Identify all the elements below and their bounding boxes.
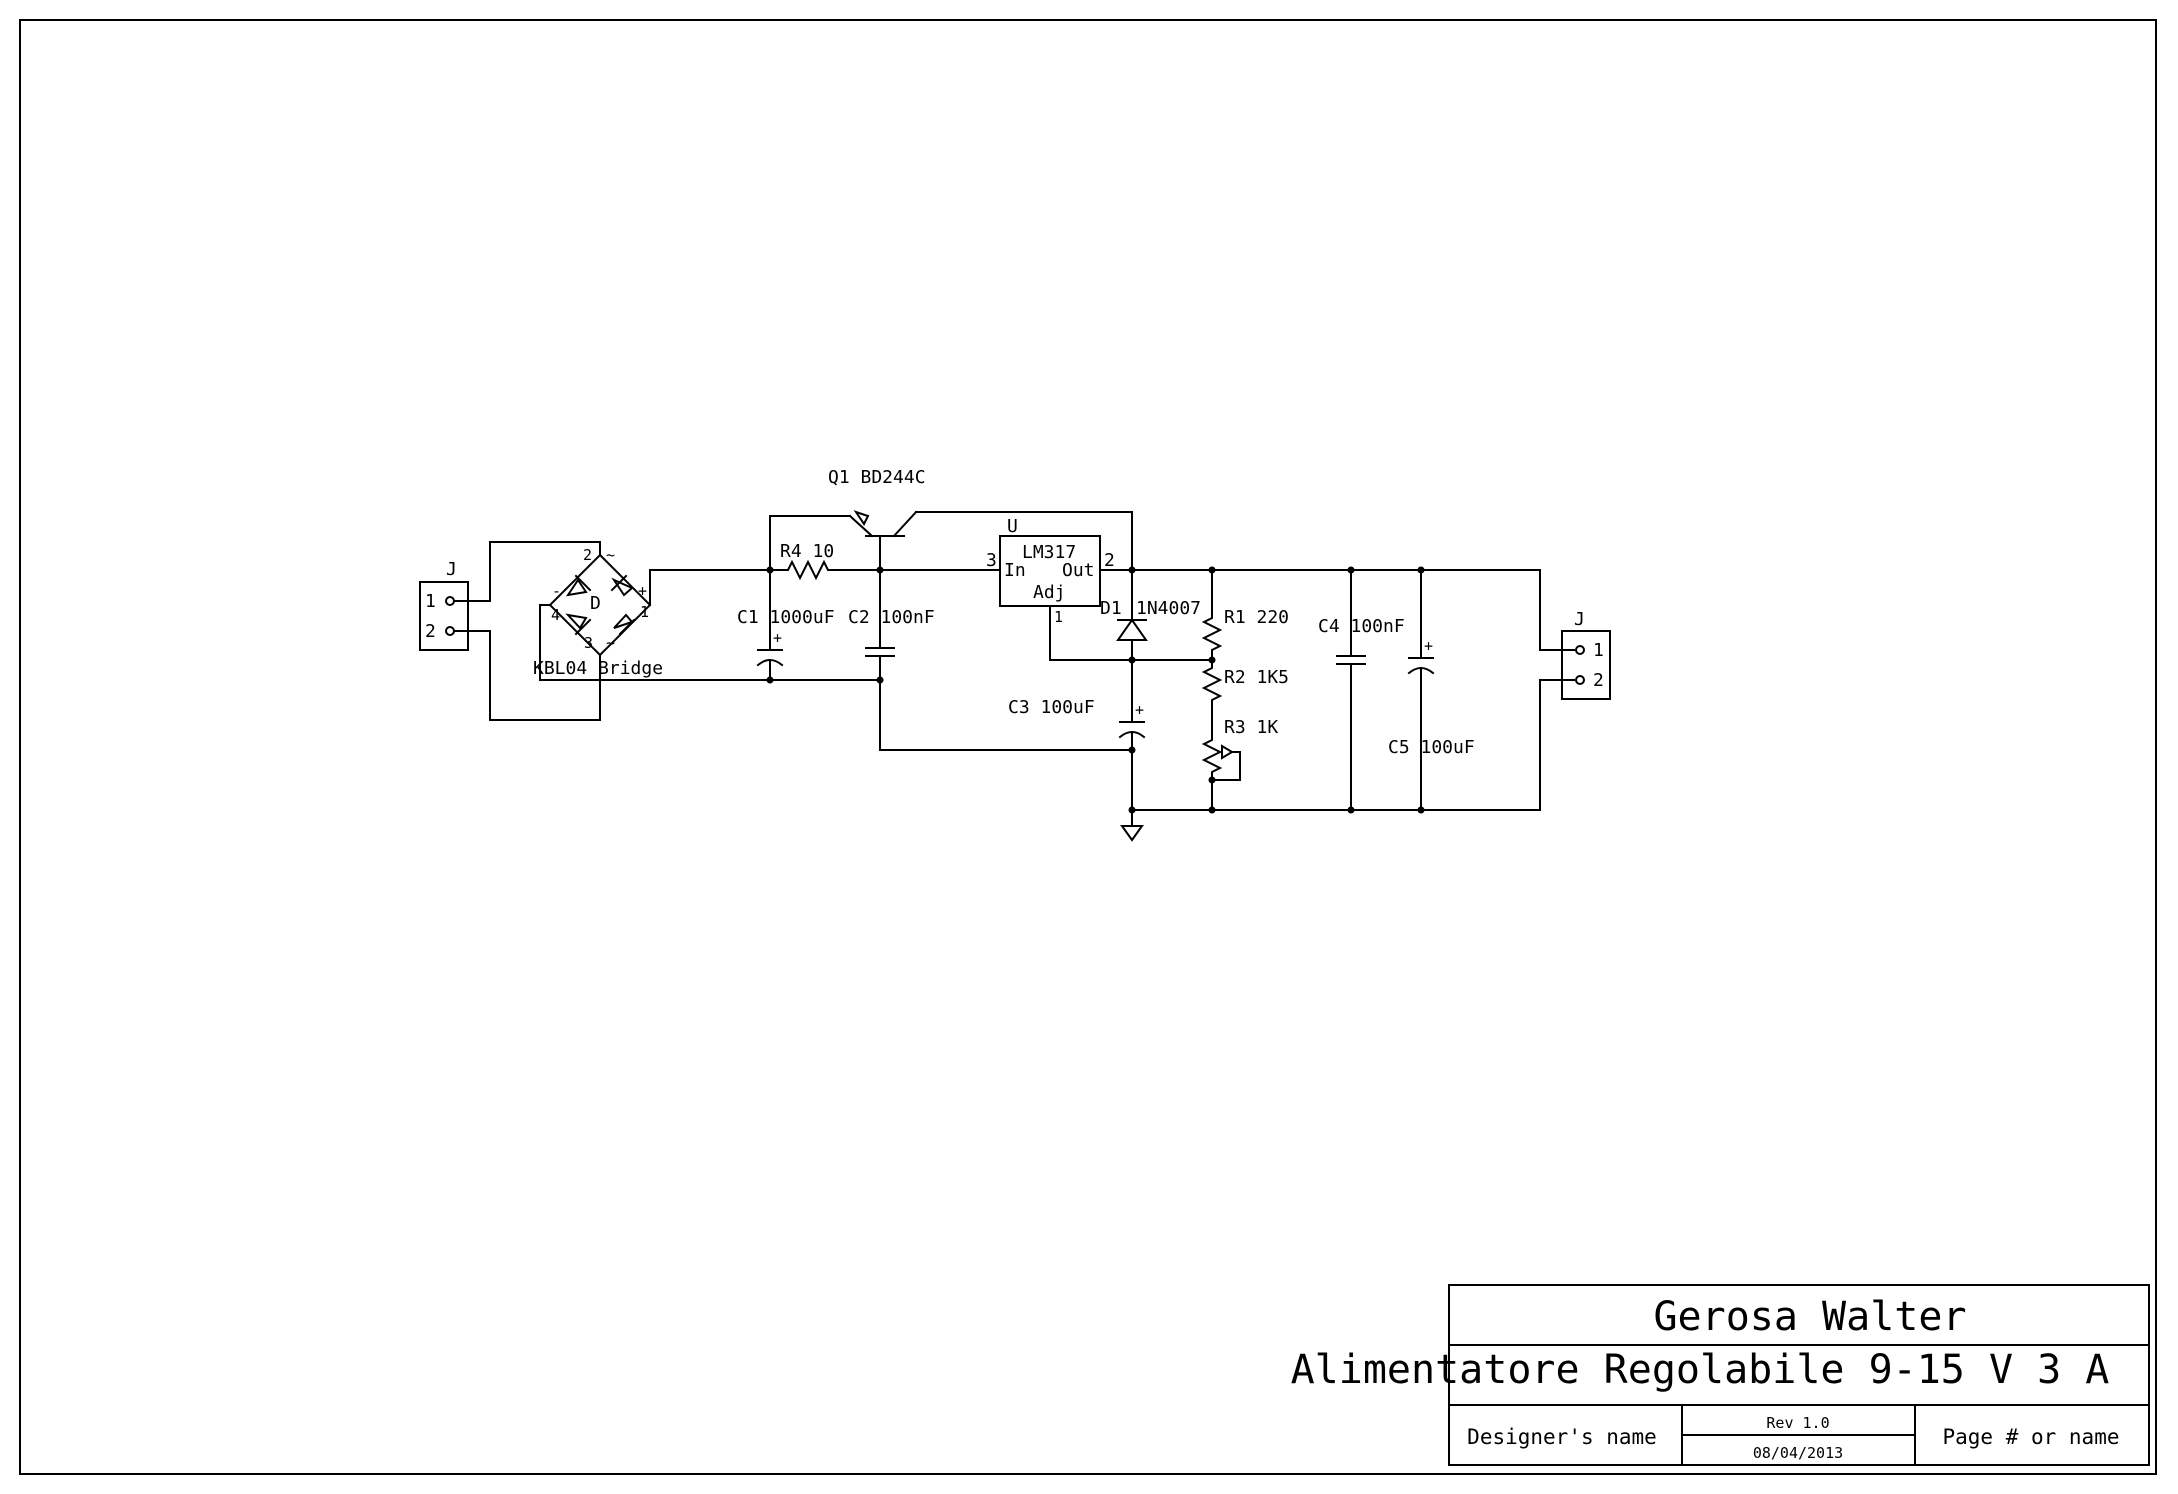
sheet-border [19, 19, 2157, 1475]
transistor-q1: Q1 BD244C [769, 467, 1133, 571]
output-connector-pin1: 1 [1593, 640, 1604, 661]
title-block: Gerosa Walter Alimentatore Regolabile 9-… [1291, 1284, 2150, 1466]
capacitor-c1: + C1 1000uF [737, 569, 835, 681]
junction-dot [876, 676, 884, 684]
diode-d1: D1 1N4007 [1100, 569, 1201, 721]
title-date: 08/04/2013 [1753, 1444, 1843, 1462]
ground-symbol [1120, 809, 1144, 842]
capacitor-c4-label: C4 100nF [1318, 616, 1405, 637]
bridge-ac2: ~ [606, 634, 615, 652]
regulator-out: Out [1062, 560, 1095, 581]
title-designer-label: Designer's name [1467, 1425, 1657, 1449]
capacitor-c2-label: C2 100nF [848, 607, 935, 628]
bridge-pin3: 3 [584, 634, 593, 652]
output-connector-pin2: 2 [1593, 670, 1604, 691]
bridge-ref: D [590, 593, 601, 614]
junction-dot [766, 676, 774, 684]
wire-bridge-plus [649, 569, 771, 606]
output-connector: J 1 2 [1561, 609, 1611, 700]
bridge-plus: + [638, 582, 647, 600]
junction-dot [1208, 806, 1216, 814]
bridge-ac1: ~ [606, 546, 615, 564]
bridge-value: KBL04 Bridge [533, 658, 663, 679]
wire-ground-rail [1131, 679, 1541, 811]
capacitor-c5: + C5 100uF [1388, 569, 1475, 811]
diode-d1-value: 1N4007 [1136, 598, 1201, 619]
capacitor-c1-label: C1 1000uF [737, 607, 835, 628]
capacitor-c3-label: C3 100uF [1008, 697, 1095, 718]
title-designer: Gerosa Walter [1653, 1294, 1966, 1340]
transistor-q1-label: Q1 BD244C [828, 467, 926, 488]
regulator-pin-in: 3 [986, 550, 997, 571]
bridge-rectifier: D 2 ~ 4 - + 1 3 ~ KBL04 Bridge [533, 546, 663, 679]
input-connector-ref: J [446, 559, 457, 580]
wire-out-pin1 [1539, 569, 1575, 651]
bridge-pin1: 1 [640, 603, 649, 621]
svg-text:+: + [1135, 701, 1144, 719]
capacitor-c2: C2 100nF [848, 569, 935, 751]
svg-text:+: + [1424, 637, 1433, 655]
wire-ac2 [453, 630, 601, 721]
input-connector-pin2: 2 [425, 621, 436, 642]
regulator-u: U LM317 In Out Adj 3 2 1 [986, 516, 1133, 661]
input-connector-pin1: 1 [425, 591, 436, 612]
resistor-r1: R1 220 [1201, 569, 1289, 661]
regulator-ref: U [1007, 516, 1018, 537]
bridge-pin2: 2 [583, 546, 592, 564]
regulator-part: LM317 [1022, 542, 1076, 563]
resistor-r1-label: R1 220 [1224, 607, 1289, 628]
regulator-pin-out: 2 [1104, 550, 1115, 571]
capacitor-c3: + C3 100uF [1008, 697, 1146, 811]
regulator-adj: Adj [1033, 582, 1066, 603]
wire-bridge-minus [539, 604, 881, 681]
regulator-in: In [1004, 560, 1026, 581]
bridge-pin4: 4 [551, 606, 560, 624]
junction-dot [1128, 746, 1136, 754]
capacitor-c4: C4 100nF [1318, 569, 1405, 811]
resistor-r4-label: R4 10 [780, 541, 834, 562]
potentiometer-r3-label: R3 1K [1224, 717, 1278, 738]
diode-d1-ref: D1 [1100, 598, 1122, 619]
capacitor-c5-label: C5 100uF [1388, 737, 1475, 758]
input-connector: J 1 2 [419, 559, 469, 651]
output-connector-ref: J [1574, 609, 1585, 630]
resistor-r2-label: R2 1K5 [1224, 667, 1289, 688]
junction-dot [1208, 776, 1216, 784]
resistor-r2: R2 1K5 [1201, 659, 1289, 721]
bridge-minus: - [552, 582, 561, 600]
title-page: Page # or name [1942, 1425, 2119, 1449]
svg-text:+: + [773, 629, 782, 647]
junction-dot [1347, 806, 1355, 814]
regulator-pin-adj: 1 [1054, 608, 1063, 626]
wire-ac1 [453, 541, 601, 602]
title-project: Alimentatore Regolabile 9-15 V 3 A [1291, 1347, 2110, 1393]
junction-dot [1417, 806, 1425, 814]
title-revision: Rev 1.0 [1766, 1414, 1829, 1432]
potentiometer-r3: R3 1K [1201, 717, 1278, 811]
resistor-r4: R4 10 [779, 541, 881, 581]
